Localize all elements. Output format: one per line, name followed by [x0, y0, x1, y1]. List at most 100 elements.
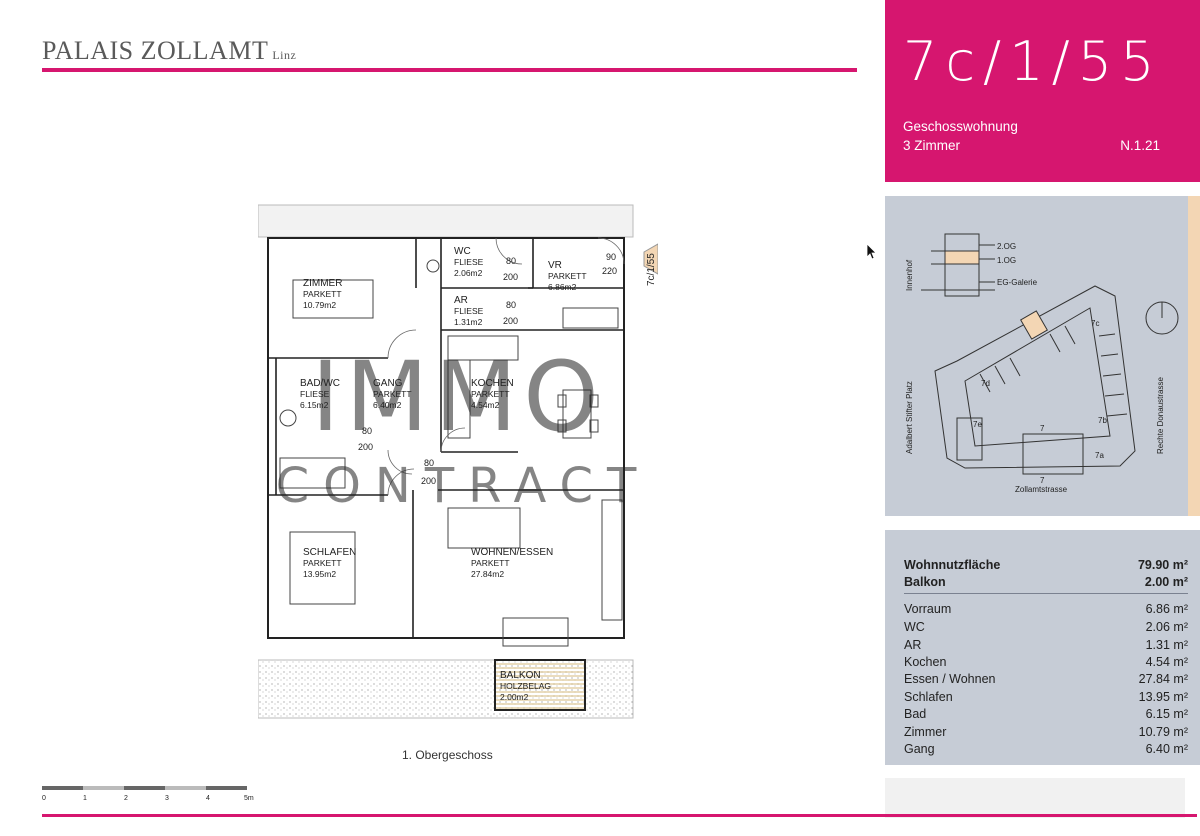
top-rule: [42, 68, 857, 72]
site-label-7e: 7e: [973, 420, 982, 429]
scale-tick: 4: [206, 795, 210, 802]
room-floor: HOLZBELAG: [500, 681, 551, 691]
door-width-label: 80: [506, 256, 516, 266]
scale-tick: 1: [83, 795, 87, 802]
area-row: WC 2.06 m²: [904, 620, 1188, 634]
door-height-label: 200: [421, 476, 436, 486]
door-width-label: 90: [606, 252, 616, 262]
unit-rooms: 3 Zimmer: [903, 138, 960, 153]
area-value: 6.86 m²: [1145, 602, 1188, 616]
brand-city: Linz: [272, 48, 297, 62]
site-label-eg: EG-Galerie: [997, 278, 1038, 287]
area-label: Kochen: [904, 655, 947, 669]
scale-bar: 0 1 2 3 4 5m: [42, 784, 256, 808]
room-name: VR: [548, 260, 562, 271]
section-lower-block: [944, 263, 980, 297]
site-label-donaustrasse: Rechte Donaustrasse: [1156, 377, 1165, 454]
door-width-label: 80: [506, 300, 516, 310]
area-label: Essen / Wohnen: [904, 672, 996, 686]
site-label-zollamtstrasse: Zollamtstrasse: [1015, 485, 1068, 494]
area-value: 10.79 m²: [1138, 725, 1188, 739]
room-area: 4.54m2: [471, 400, 500, 410]
room-name: BAD/WC: [300, 378, 340, 389]
floor-plan-drawing: IMMO CONTRACT ZIMMER PARKETT 10.79m2 WC …: [257, 204, 659, 719]
site-label-7-top: 7: [1040, 424, 1045, 433]
room-area: 1.31m2: [454, 317, 483, 327]
unit-tag-label: 7c/1/55: [646, 253, 657, 286]
area-row-balcony: Balkon 2.00 m²: [904, 575, 1188, 589]
area-value: 2.06 m²: [1145, 620, 1188, 634]
room-floor: FLIESE: [454, 257, 484, 267]
site-label-7c: 7c: [1091, 319, 1099, 328]
unit-reference: N.1.21: [1120, 138, 1160, 153]
room-area: 27.84m2: [471, 569, 504, 579]
area-label: Bad: [904, 707, 927, 721]
building-outline: [934, 285, 1136, 469]
balcony-area: [494, 659, 586, 711]
brand-name: PALAIS ZOLLAMT: [42, 36, 269, 65]
room-area: 13.95m2: [303, 569, 336, 579]
area-label: Balkon: [904, 575, 946, 589]
floor-label: 1. Obergeschoss: [402, 748, 493, 762]
room-floor: FLIESE: [300, 389, 330, 399]
area-label: Gang: [904, 742, 935, 756]
room-name: WOHNEN/ESSEN: [471, 547, 553, 558]
door-height-label: 200: [503, 272, 518, 282]
door-height-label: 220: [602, 266, 617, 276]
room-floor: PARKETT: [471, 558, 510, 568]
room-name: ZIMMER: [303, 278, 342, 289]
door-height-label: 200: [358, 442, 373, 452]
bottom-rule: [42, 814, 1197, 817]
room-floor: PARKETT: [471, 389, 510, 399]
site-label-2og: 2.OG: [997, 242, 1016, 251]
area-label: Schlafen: [904, 690, 953, 704]
unit-code: 7c/1/55: [903, 30, 1163, 93]
room-area: 10.79m2: [303, 300, 336, 310]
floor-plan: IMMO CONTRACT ZIMMER PARKETT 10.79m2 WC …: [257, 190, 659, 720]
area-value: 13.95 m²: [1138, 690, 1188, 704]
watermark-contract: CONTRACT: [276, 458, 651, 514]
site-plan: 2.OG 1.OG EG-Galerie Innenhof 7c 7d 7e 7: [885, 196, 1200, 516]
building-block-7e: [956, 417, 983, 461]
area-value: 79.90 m²: [1137, 558, 1188, 572]
site-label-1og: 1.OG: [997, 256, 1016, 265]
site-label-courtyard: Innenhof: [905, 259, 914, 291]
door-width-label: 80: [424, 458, 434, 468]
unit-header-box: 7c/1/55 Geschosswohnung 3 Zimmer N.1.21: [885, 0, 1200, 182]
room-floor: PARKETT: [303, 558, 342, 568]
area-label: Zimmer: [904, 725, 947, 739]
unit-location-highlight: [1020, 310, 1048, 340]
unit-type: Geschosswohnung: [903, 119, 1018, 134]
room-name: AR: [454, 295, 468, 306]
room-floor: PARKETT: [303, 289, 342, 299]
room-name: KOCHEN: [471, 378, 514, 389]
building-block-7: [1022, 433, 1084, 475]
site-label-7a: 7a: [1095, 451, 1104, 460]
section-highlight-floor: [944, 250, 980, 265]
site-label-7b: 7b: [1098, 416, 1107, 425]
area-value: 4.54 m²: [1145, 655, 1188, 669]
area-value: 1.31 m²: [1145, 638, 1188, 652]
area-row: Schlafen 13.95 m²: [904, 690, 1188, 704]
area-divider: [904, 593, 1188, 594]
site-plan-accent-strip: [1188, 196, 1200, 516]
room-area: 2.06m2: [454, 268, 483, 278]
room-floor: FLIESE: [454, 306, 484, 316]
area-row-total: Wohnnutzfläche 79.90 m²: [904, 558, 1188, 572]
area-label: Wohnnutzfläche: [904, 558, 1001, 572]
scale-tick: 2: [124, 795, 128, 802]
area-value: 27.84 m²: [1138, 672, 1188, 686]
area-value: 6.40 m²: [1145, 742, 1188, 756]
area-label: WC: [904, 620, 925, 634]
area-value: 2.00 m²: [1144, 575, 1188, 589]
room-floor: PARKETT: [548, 271, 587, 281]
area-row: Gang 6.40 m²: [904, 742, 1188, 756]
room-name: BALKON: [500, 670, 541, 681]
site-label-7-bottom: 7: [1040, 476, 1045, 485]
room-name: WC: [454, 246, 471, 257]
area-row: Kochen 4.54 m²: [904, 655, 1188, 669]
